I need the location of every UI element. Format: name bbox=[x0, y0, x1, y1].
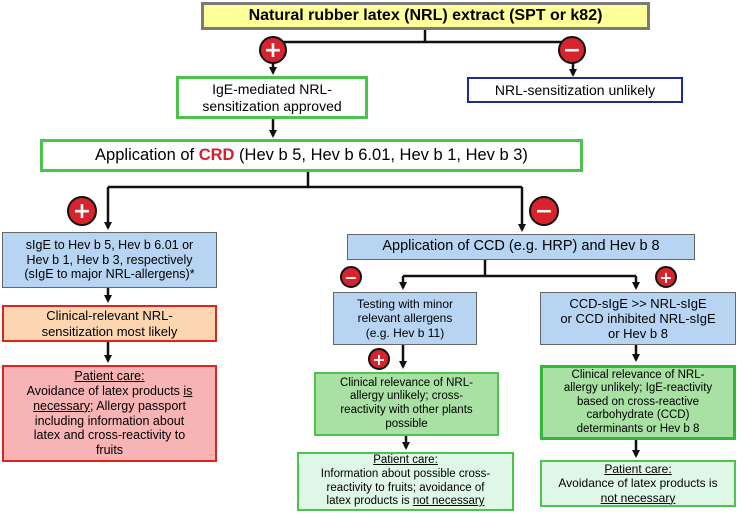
ccd-clinical-box: Clinical relevance of NRL- allergy unlik… bbox=[540, 365, 736, 440]
minus-sign: − bbox=[558, 36, 586, 64]
plus-sign: + bbox=[259, 36, 287, 64]
sige-major-box: sIgE to Hev b 5, Hev b 6.01 or Hev b 1, … bbox=[2, 232, 217, 288]
crd-highlight: CRD bbox=[198, 145, 235, 164]
plus-sign: + bbox=[368, 348, 390, 370]
patient-care-title: Patient care: bbox=[373, 454, 438, 467]
crd-application-box: Application of CRD (Hev b 5, Hev b 6.01,… bbox=[40, 139, 583, 172]
nrl-unlikely-text: NRL-sensitization unlikely bbox=[494, 81, 656, 98]
root-box: Natural rubber latex (NRL) extract (SPT … bbox=[201, 2, 650, 30]
ccd-sige-box: CCD-sIgE >> NRL-sIgE or CCD inhibited NR… bbox=[540, 292, 736, 345]
ige-approved-box: IgE-mediated NRL- sensitization approved bbox=[176, 76, 368, 119]
minor-allergens-box: Testing with minor relevant allergens (e… bbox=[333, 292, 477, 345]
patient-care-title: Patient care: bbox=[604, 462, 672, 477]
left-patient-care-box: Patient care: Avoidance of latex product… bbox=[2, 365, 217, 462]
ccd-patient-care-box: Patient care: Avoidance of latex product… bbox=[540, 460, 736, 507]
minus-sign: − bbox=[529, 196, 559, 226]
ccd-application-box: Application of CCD (e.g. HRP) and Hev b … bbox=[347, 234, 695, 260]
minor-patient-care-box: Patient care: Information about possible… bbox=[297, 452, 514, 511]
plus-sign: + bbox=[655, 266, 677, 288]
minor-clinical-box: Clinical relevance of NRL- allergy unlik… bbox=[314, 372, 499, 436]
minus-sign: − bbox=[340, 266, 362, 288]
root-text: Natural rubber latex (NRL) extract (SPT … bbox=[248, 6, 603, 24]
patient-care-title: Patient care: bbox=[74, 369, 145, 384]
clinical-relevant-box: Clinical-relevant NRL- sensitization mos… bbox=[2, 305, 217, 342]
nrl-unlikely-box: NRL-sensitization unlikely bbox=[467, 77, 683, 103]
plus-sign: + bbox=[67, 196, 97, 226]
